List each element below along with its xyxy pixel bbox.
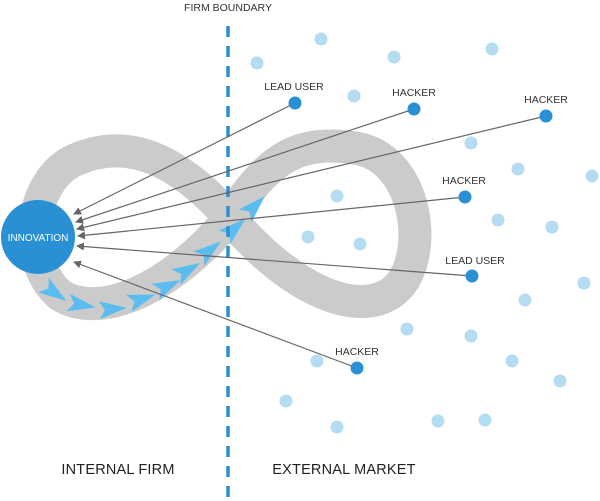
node-dot <box>458 190 472 204</box>
contribution-arrow <box>73 102 296 215</box>
node-hacker: HACKER <box>442 175 486 204</box>
market-dot <box>310 354 324 368</box>
node-dot <box>539 109 553 123</box>
market-dot <box>518 293 532 307</box>
market-dot <box>330 420 344 434</box>
node-dot <box>407 102 421 116</box>
contribution-arrow <box>77 196 466 240</box>
market-dot <box>505 354 519 368</box>
flow-chevron <box>171 263 201 285</box>
market-dot <box>279 394 293 408</box>
node-lead-user: LEAD USER <box>264 81 324 110</box>
market-dot <box>353 237 367 251</box>
market-dot <box>314 32 328 46</box>
flow-chevron <box>193 241 222 266</box>
node-hacker: HACKER <box>392 87 436 116</box>
internal-firm-label: INTERNAL FIRM <box>61 462 174 478</box>
market-dot <box>330 189 344 203</box>
node-dot <box>465 269 479 283</box>
contribution-arrow <box>76 242 473 277</box>
flow-chevron <box>98 301 127 320</box>
market-dot <box>400 322 414 336</box>
node-label: HACKER <box>335 346 379 358</box>
flow-chevron <box>125 294 156 312</box>
market-dot <box>387 50 401 64</box>
market-dot <box>553 374 567 388</box>
market-dot <box>347 89 361 103</box>
market-dot <box>464 136 478 150</box>
contribution-arrows <box>73 102 547 369</box>
node-label: HACKER <box>524 94 568 106</box>
external-market-label: EXTERNAL MARKET <box>272 462 415 478</box>
flow-chevrons <box>38 196 265 320</box>
contribution-arrow <box>75 108 415 224</box>
market-dot <box>250 56 264 70</box>
node-dot <box>350 361 364 375</box>
flow-chevron <box>66 293 96 312</box>
market-dot <box>577 276 591 290</box>
node-label: HACKER <box>442 175 486 187</box>
external-nodes: LEAD USER HACKER HACKER HACKER LEAD USER… <box>264 81 568 375</box>
market-dot <box>478 413 492 427</box>
market-dot <box>491 213 505 227</box>
flow-chevron <box>151 280 181 301</box>
node-hacker: HACKER <box>524 94 568 123</box>
flow-chevron <box>238 196 265 223</box>
contribution-arrow <box>73 260 358 369</box>
node-label: LEAD USER <box>264 81 324 93</box>
market-dots <box>250 32 599 434</box>
market-dot <box>511 162 525 176</box>
market-dot <box>431 414 445 428</box>
market-dot <box>485 42 499 56</box>
contribution-arrow <box>76 115 547 232</box>
node-dot <box>288 96 302 110</box>
innovation-hub: INNOVATION <box>1 200 75 274</box>
node-label: LEAD USER <box>445 255 505 267</box>
market-dot <box>545 220 559 234</box>
market-dot <box>464 329 478 343</box>
market-dot <box>585 169 599 183</box>
node-lead-user: LEAD USER <box>445 255 505 283</box>
flow-chevron <box>218 218 246 245</box>
market-dot <box>301 230 315 244</box>
node-hacker: HACKER <box>335 346 379 375</box>
innovation-label: INNOVATION <box>8 233 69 244</box>
firm-boundary-label: FIRM BOUNDARY <box>184 2 272 14</box>
node-label: HACKER <box>392 87 436 99</box>
innovation-circle <box>1 200 75 274</box>
flow-chevron <box>38 277 67 302</box>
